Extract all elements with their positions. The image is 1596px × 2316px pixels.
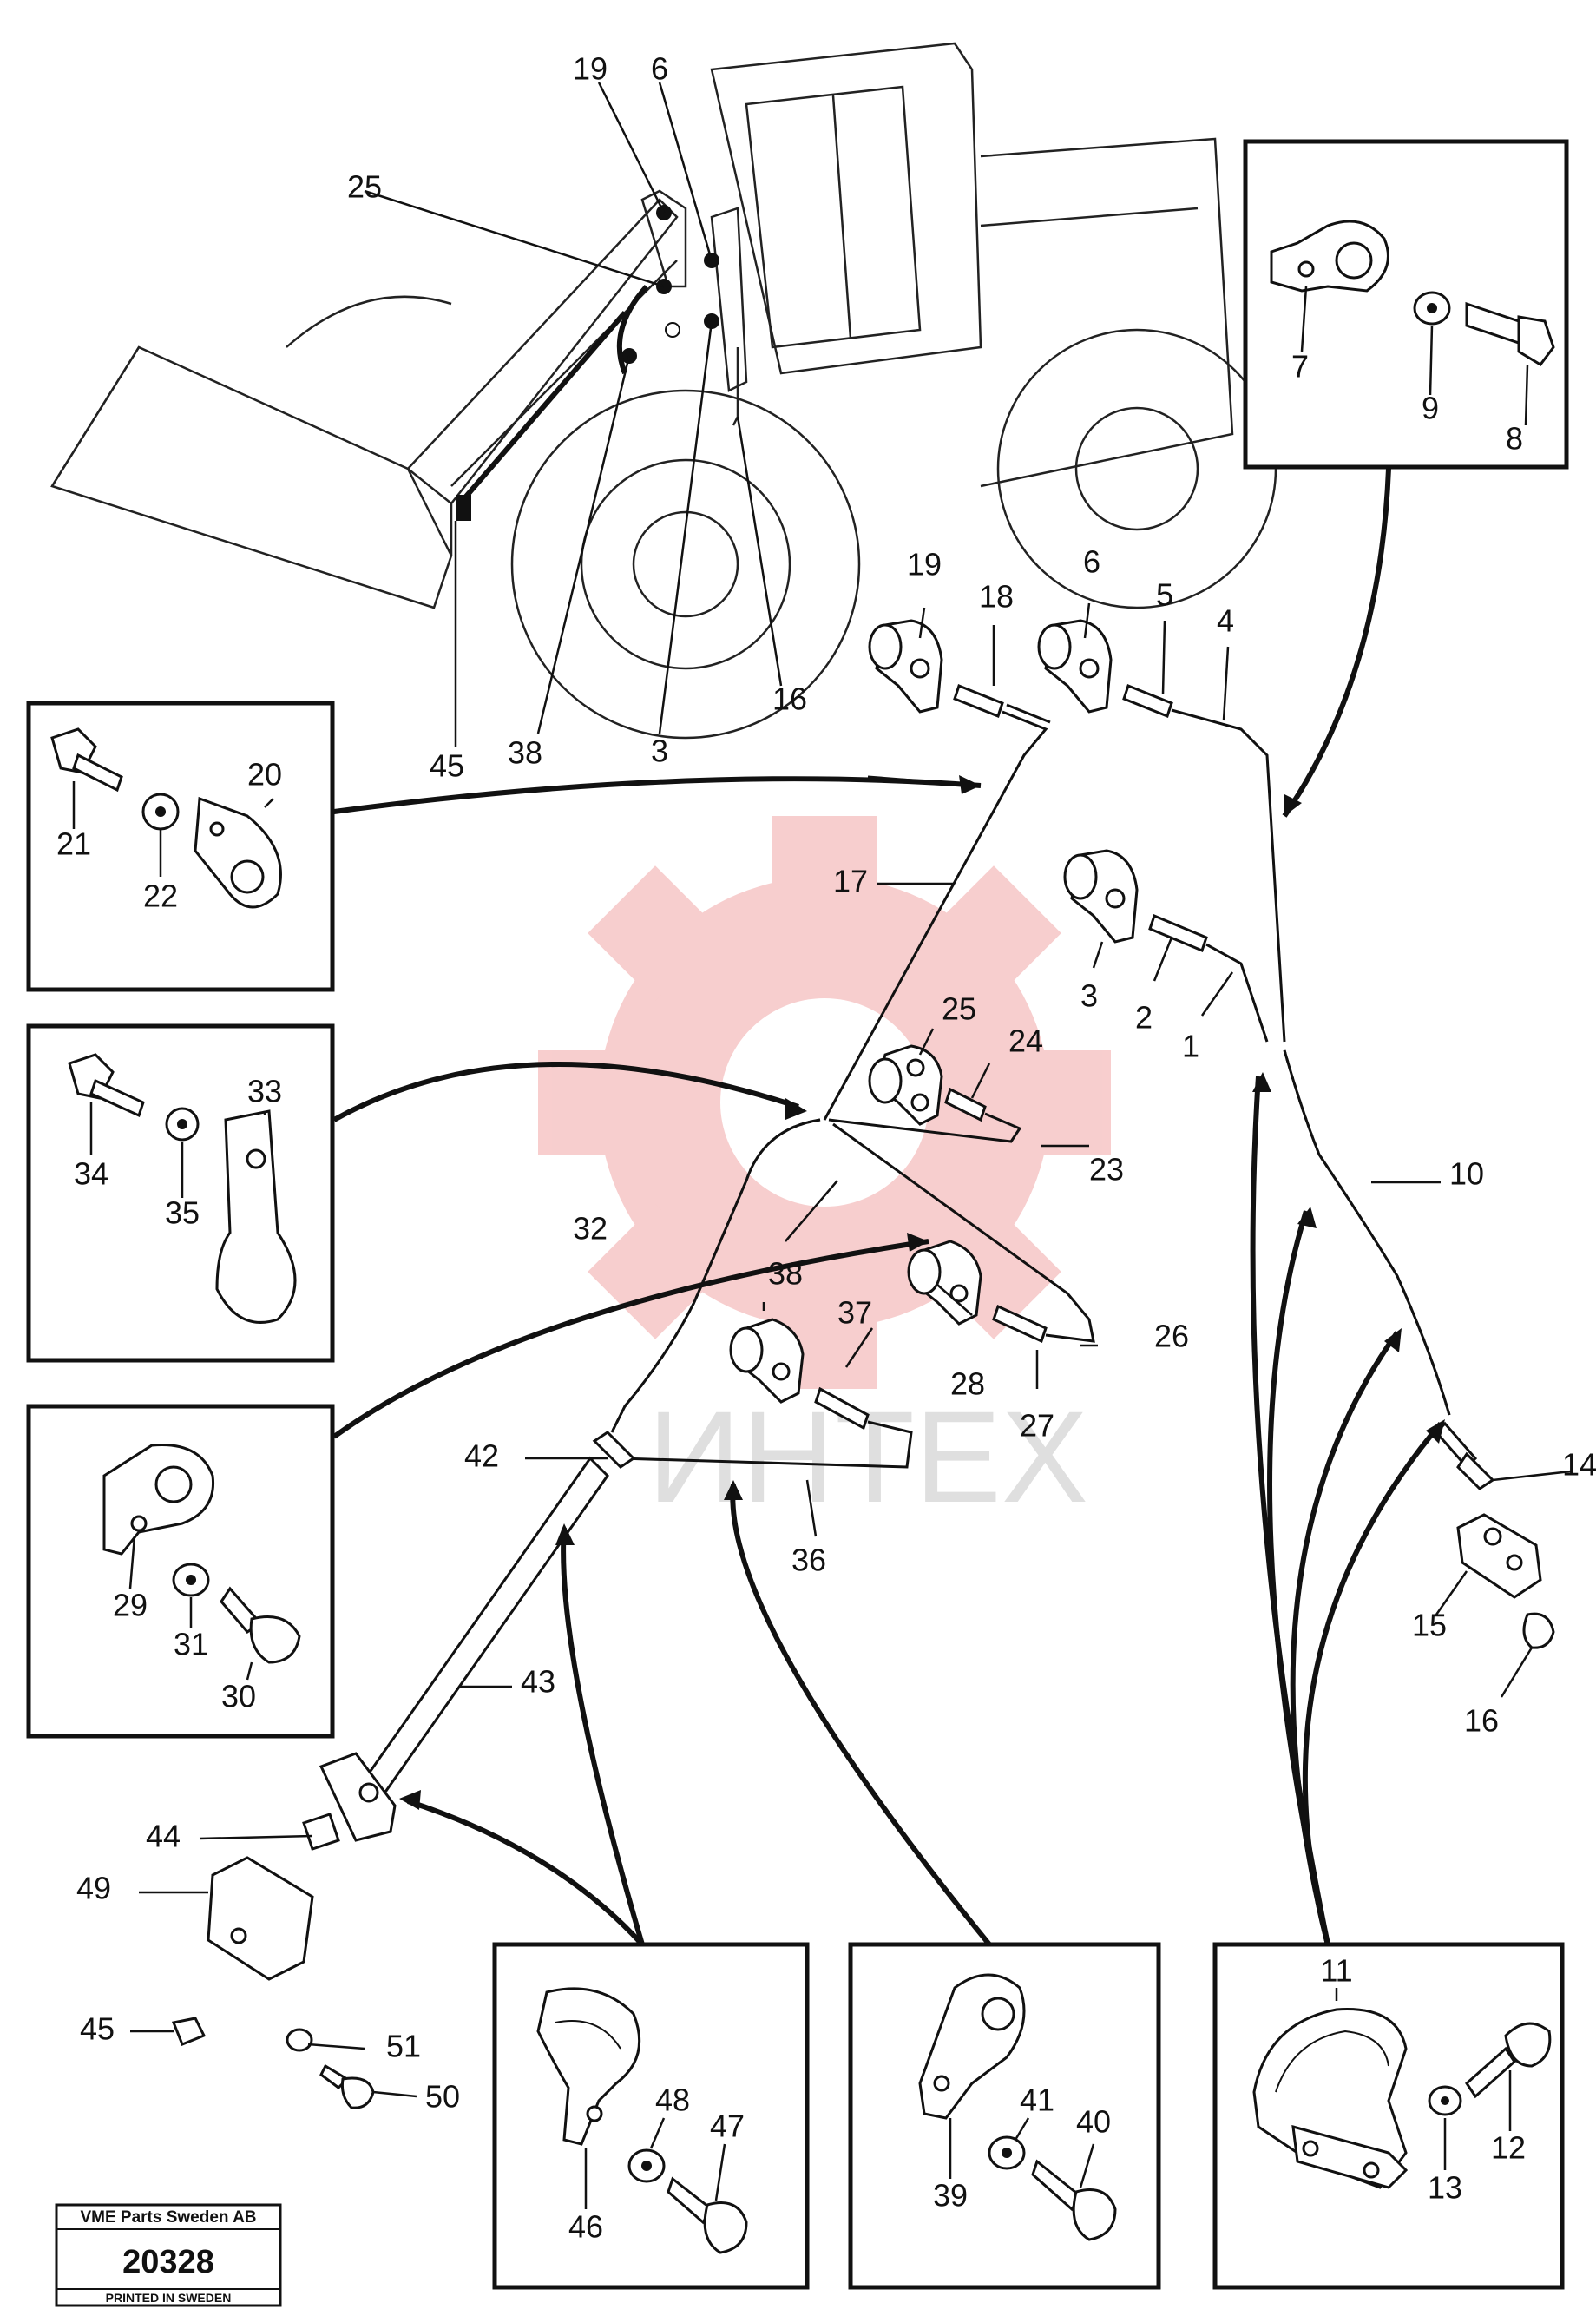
callout-18: 18	[979, 579, 1014, 615]
callout-34: 34	[74, 1156, 108, 1192]
callout-12: 12	[1491, 2130, 1526, 2166]
callout-3: 3	[1080, 978, 1098, 1014]
callout-51: 51	[386, 2029, 421, 2064]
callout-19-machine: 19	[573, 51, 608, 87]
callout-20: 20	[247, 757, 282, 793]
callout-39: 39	[933, 2178, 968, 2214]
callout-43: 43	[521, 1664, 555, 1700]
callout-38: 38	[768, 1256, 803, 1292]
loader-illustration	[50, 42, 1277, 747]
callout-5: 5	[1156, 577, 1173, 613]
callout-48: 48	[655, 2082, 690, 2118]
callout-28: 28	[950, 1366, 985, 1402]
callout-14: 14	[1562, 1447, 1596, 1483]
callout-1: 1	[1182, 1029, 1199, 1064]
callout-27: 27	[1020, 1408, 1054, 1444]
callout-24: 24	[1008, 1023, 1043, 1059]
callout-9: 9	[1422, 391, 1439, 426]
callout-38-machine: 38	[508, 735, 542, 771]
callout-16-machine: 16	[772, 681, 807, 717]
callout-44: 44	[146, 1819, 181, 1854]
callout-13: 13	[1428, 2170, 1462, 2206]
callout-25: 25	[942, 991, 976, 1027]
inset-clamp-20-21-22	[26, 701, 982, 992]
stamp-box: VME Parts Sweden AB 20328 PRINTED IN SWE…	[55, 2203, 282, 2307]
callout-11: 11	[1320, 1953, 1352, 1989]
callout-17: 17	[833, 864, 868, 899]
stamp-number: 20328	[122, 2244, 214, 2280]
inset-clamp-29-30-31	[26, 1233, 929, 1739]
callout-45-machine: 45	[430, 748, 464, 784]
lubrication-hose-assembly	[130, 602, 1572, 2109]
callout-3-machine: 3	[651, 734, 668, 769]
callout-26: 26	[1154, 1319, 1189, 1354]
watermark-text: ИНТЕХ	[647, 1384, 1088, 1530]
stamp-title: VME Parts Sweden AB	[80, 2208, 256, 2227]
pointer-arrows	[399, 1072, 1445, 1947]
callout-15: 15	[1412, 1608, 1447, 1643]
callout-37: 37	[837, 1295, 872, 1331]
inset-clamp-39-40-41	[848, 1942, 1161, 2290]
inset-clamp-11-12-13	[1212, 1942, 1565, 2290]
callout-16: 16	[1464, 1703, 1499, 1739]
inset-clamp-46-47-48	[492, 1942, 810, 2290]
inset-clamp-7-8-9	[1243, 139, 1569, 818]
callout-2: 2	[1135, 1000, 1153, 1036]
callout-49: 49	[76, 1871, 111, 1906]
callout-22: 22	[143, 878, 178, 914]
callout-47: 47	[710, 2109, 745, 2144]
callout-35: 35	[165, 1195, 200, 1231]
callout-40: 40	[1076, 2104, 1111, 2140]
callout-46: 46	[568, 2209, 603, 2245]
inset-clamp-33-34-35	[26, 1023, 807, 1363]
callout-23: 23	[1089, 1152, 1124, 1188]
callout-10: 10	[1449, 1156, 1484, 1192]
callout-32: 32	[573, 1211, 608, 1247]
callout-50: 50	[425, 2079, 460, 2115]
callout-19: 19	[907, 547, 942, 582]
callout-7: 7	[1291, 349, 1309, 385]
callout-6: 6	[1083, 544, 1100, 580]
callout-6-machine: 6	[651, 51, 668, 87]
callout-36: 36	[791, 1543, 826, 1578]
callout-29: 29	[113, 1588, 148, 1623]
stamp-footer: PRINTED IN SWEDEN	[106, 2291, 232, 2305]
callout-25-machine: 25	[347, 169, 382, 205]
callout-30: 30	[221, 1679, 256, 1714]
callout-21: 21	[56, 826, 91, 862]
callout-42: 42	[464, 1438, 499, 1474]
callout-31: 31	[174, 1627, 208, 1662]
callout-41: 41	[1020, 2082, 1054, 2118]
callout-8: 8	[1506, 421, 1523, 457]
callout-33: 33	[247, 1074, 282, 1109]
callout-4: 4	[1217, 603, 1234, 639]
watermark-gear-icon	[538, 816, 1111, 1389]
callout-45: 45	[80, 2011, 115, 2047]
